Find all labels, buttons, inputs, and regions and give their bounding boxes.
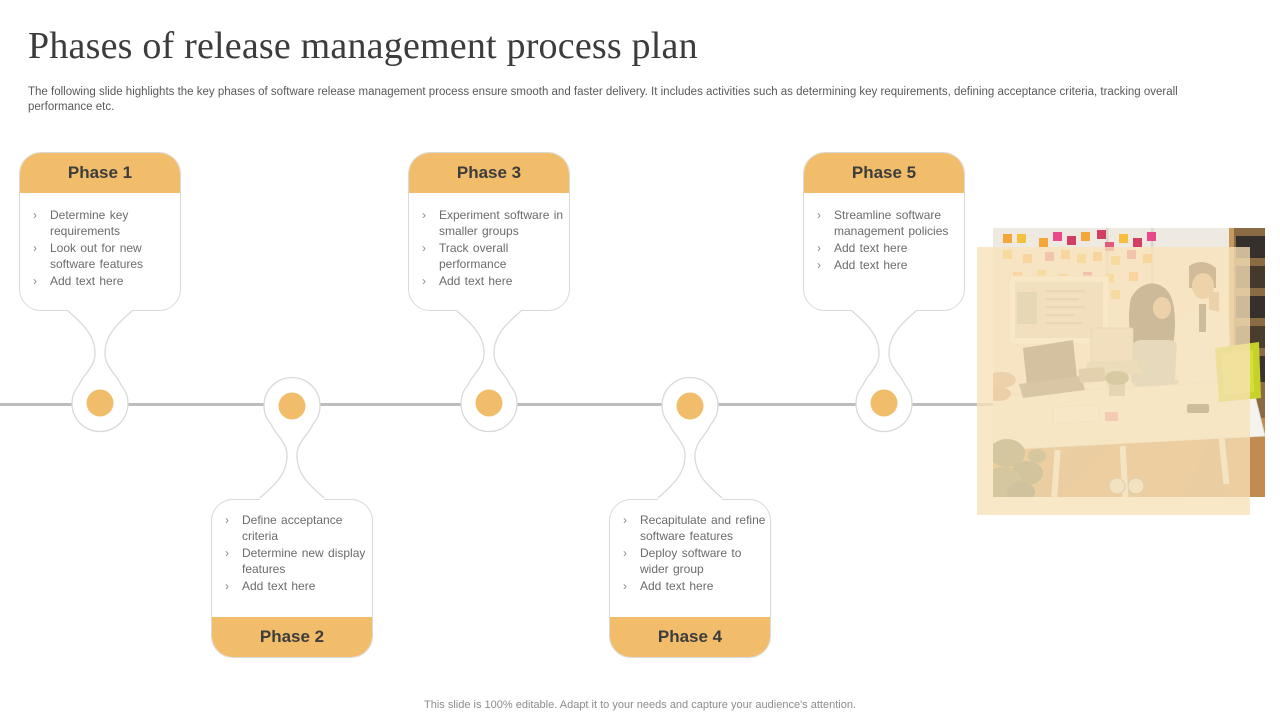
bullet-item: ›Determine key requirements	[33, 208, 129, 238]
phase-2-header: Phase 2	[212, 617, 372, 657]
phase-3-card[interactable]: Phase 3 ›Experiment software in smaller …	[408, 152, 570, 311]
phase-1-milestone-dot	[86, 389, 114, 417]
phase-4-card[interactable]: ›Recapitulate and refine software featur…	[609, 499, 771, 658]
bullet-item: ›Add text here	[422, 274, 513, 288]
bullet-marker-icon: ›	[33, 274, 37, 288]
phase-5-header: Phase 5	[804, 153, 964, 193]
bullet-marker-icon: ›	[225, 513, 229, 527]
bullet-item: ›Recapitulate and refine software featur…	[623, 513, 766, 543]
phase-1-connector	[67, 309, 133, 433]
bullet-marker-icon: ›	[33, 208, 37, 222]
bullet-marker-icon: ›	[33, 241, 37, 255]
bullet-item: ›Streamline software management policies	[817, 208, 949, 238]
bullet-item: ›Track overall performance	[422, 241, 509, 271]
bullet-item: ›Determine new display features	[225, 546, 366, 576]
bullet-marker-icon: ›	[422, 241, 426, 255]
phase-5-bullets: ›Streamline software management policies…	[804, 193, 964, 310]
phase-4-milestone-dot	[676, 392, 704, 420]
phase-3-header: Phase 3	[409, 153, 569, 193]
bullet-item: ›Deploy software to wider group	[623, 546, 742, 576]
phase-2-card[interactable]: ›Define acceptance criteria ›Determine n…	[211, 499, 373, 658]
phase-4-header: Phase 4	[610, 617, 770, 657]
bullet-item: ›Look out for new software features	[33, 241, 144, 271]
phase-2-connector	[259, 376, 325, 500]
bullet-item: ›Experiment software in smaller groups	[422, 208, 564, 238]
bullet-marker-icon: ›	[623, 513, 627, 527]
bullet-marker-icon: ›	[422, 274, 426, 288]
phase-3-connector	[456, 309, 522, 433]
phase-2-milestone-dot	[278, 392, 306, 420]
phase-1-bullets: ›Determine key requirements ›Look out fo…	[20, 193, 180, 310]
bullet-marker-icon: ›	[817, 258, 821, 272]
bullet-item: ›Add text here	[817, 241, 908, 255]
page-title: Phases of release management process pla…	[28, 25, 698, 67]
phase-5-milestone-dot	[870, 389, 898, 417]
phase-1-header: Phase 1	[20, 153, 180, 193]
bullet-item: ›Add text here	[33, 274, 124, 288]
bullet-marker-icon: ›	[817, 208, 821, 222]
bullet-marker-icon: ›	[623, 546, 627, 560]
bullet-item: ›Define acceptance criteria	[225, 513, 343, 543]
phase-4-connector	[657, 376, 723, 500]
bullet-marker-icon: ›	[225, 546, 229, 560]
bullet-marker-icon: ›	[225, 579, 229, 593]
slide-subtitle: The following slide highlights the key p…	[28, 86, 1178, 113]
phase-4-bullets: ›Recapitulate and refine software featur…	[610, 500, 770, 617]
bullet-marker-icon: ›	[817, 241, 821, 255]
footer-note: This slide is 100% editable. Adapt it to…	[424, 699, 856, 711]
phase-1-card[interactable]: Phase 1 ›Determine key requirements ›Loo…	[19, 152, 181, 311]
cream-overlay-square	[977, 247, 1250, 515]
phase-2-bullets: ›Define acceptance criteria ›Determine n…	[212, 500, 372, 617]
bullet-item: ›Add text here	[817, 258, 908, 272]
phase-5-card[interactable]: Phase 5 ›Streamline software management …	[803, 152, 965, 311]
phase-3-milestone-dot	[475, 389, 503, 417]
bullet-marker-icon: ›	[422, 208, 426, 222]
bullet-item: ›Add text here	[225, 579, 316, 593]
phase-3-bullets: ›Experiment software in smaller groups ›…	[409, 193, 569, 310]
bullet-marker-icon: ›	[623, 579, 627, 593]
bullet-item: ›Add text here	[623, 579, 714, 593]
phase-5-connector	[851, 309, 917, 433]
